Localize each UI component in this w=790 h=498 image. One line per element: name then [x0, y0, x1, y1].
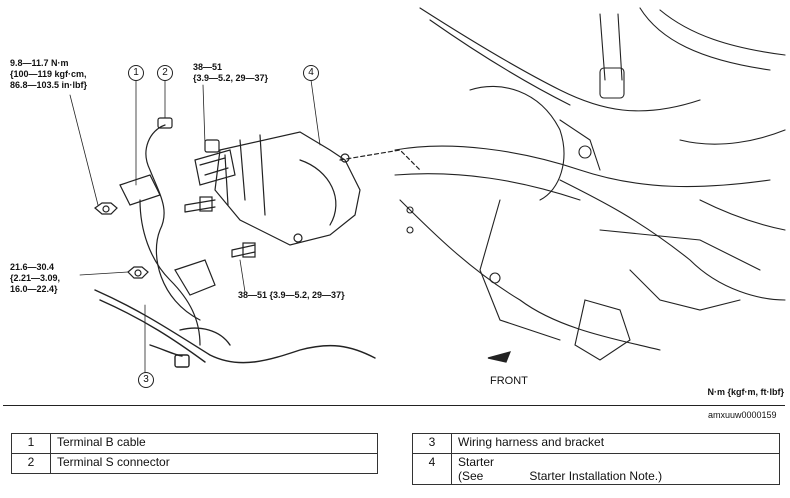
front-arrow-icon	[487, 351, 512, 363]
terminal-b-cable	[119, 174, 216, 346]
table-row: 1 Terminal B cable	[11, 433, 378, 454]
legend-number: 2	[11, 453, 51, 474]
terminal-nuts	[94, 202, 149, 279]
torque-label-bolt-upper: 38—51 {3.9—5.2, 29—37}	[193, 62, 269, 83]
torque-label-nut-1: 9.8—11.7 N·m {100—119 kgf·cm, 86.8—103.5…	[10, 58, 88, 90]
installation-note-link[interactable]: Starter Installation Note.)	[529, 469, 663, 483]
starter-exploded-diagram: 9.8—11.7 N·m {100—119 kgf·cm, 86.8—103.5…	[3, 6, 786, 406]
mounting-bolts	[184, 196, 256, 258]
callout-2: 2	[157, 65, 173, 81]
table-row: 3 Wiring harness and bracket	[412, 433, 780, 454]
figure-bottom-rule	[3, 6, 785, 406]
wiring-harness	[94, 289, 376, 368]
callout-1: 1	[128, 65, 144, 81]
legend-text: Terminal S connector	[50, 453, 378, 474]
callout-4: 4	[303, 65, 319, 81]
legend-item-title: Starter	[458, 455, 495, 469]
torque-label-bolt-lower: 38—51 {3.9—5.2, 29—37}	[238, 290, 345, 300]
leader-lines	[69, 79, 321, 373]
callout-3: 3	[138, 372, 154, 388]
legend-table-right: 3 Wiring harness and bracket 4 Starter (…	[412, 433, 780, 485]
legend-table-left: 1 Terminal B cable 2 Terminal S connecto…	[11, 433, 378, 474]
torque-label-nut-3: 21.6—30.4 {2.21—3.09, 16.0—22.4}	[10, 262, 61, 294]
legend-text: Terminal B cable	[50, 433, 378, 454]
units-label: N·m {kgf·m, ft·lbf}	[707, 387, 785, 397]
legend-text: Wiring harness and bracket	[451, 433, 780, 454]
transmission-housing	[394, 7, 786, 361]
legend-number: 4	[412, 453, 452, 485]
legend-number: 3	[412, 433, 452, 454]
table-row: 2 Terminal S connector	[11, 453, 378, 474]
diagram-artwork	[69, 7, 786, 373]
figure-reference-code: amxuuw0000159	[708, 410, 777, 420]
front-label: FRONT	[490, 375, 528, 387]
legend-number: 1	[11, 433, 51, 454]
